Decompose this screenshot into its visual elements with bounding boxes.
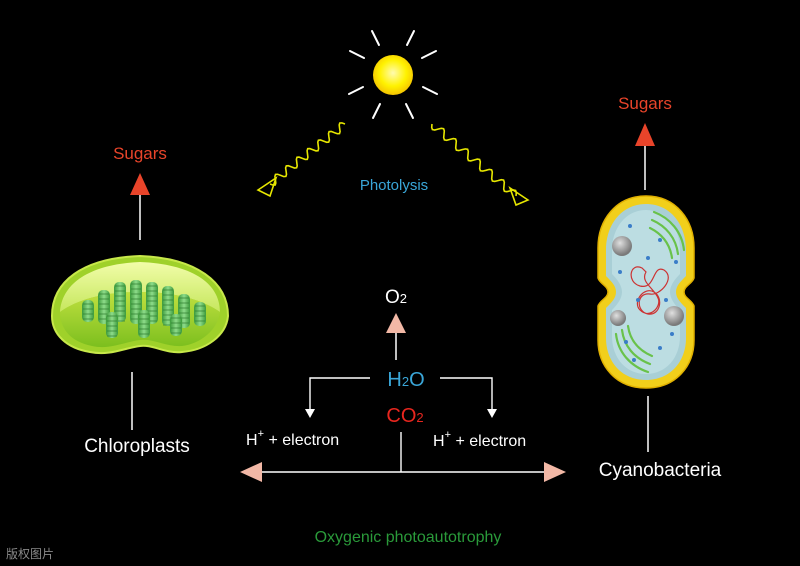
h-right-arrowhead xyxy=(487,409,497,418)
chloroplast-icon xyxy=(50,254,230,355)
light-wave-right xyxy=(430,123,530,207)
double-arrow-left-head xyxy=(240,462,262,482)
h2o-branches xyxy=(309,377,493,410)
light-wave-left xyxy=(256,122,346,198)
chloroplasts-label: Chloroplasts xyxy=(84,436,190,457)
co2-label: CO2 xyxy=(386,405,423,427)
double-arrow-right-head xyxy=(544,462,566,482)
h2o-label: H2O xyxy=(387,369,424,391)
watermark: 版权图片 xyxy=(6,547,54,561)
photolysis-label: Photolysis xyxy=(360,177,428,194)
sugars-arrowhead-left xyxy=(130,173,150,195)
h-left-arrowhead xyxy=(305,409,315,418)
sugars-label-right: Sugars xyxy=(618,94,672,113)
sugars-label-left: Sugars xyxy=(113,144,167,163)
sugars-arrowhead-right xyxy=(635,123,655,146)
sun-icon xyxy=(348,30,438,119)
bottom-caption: Oxygenic photoautotrophy xyxy=(315,529,502,546)
cyanobacteria-icon xyxy=(597,195,695,389)
h-plus-electron-right-label: H+ + electron xyxy=(433,429,526,450)
h-plus-electron-left-label: H+ + electron xyxy=(246,428,339,449)
o2-arrowhead xyxy=(386,313,406,333)
o2-label: O2 xyxy=(385,287,407,308)
cyanobacteria-label: Cyanobacteria xyxy=(599,460,722,481)
